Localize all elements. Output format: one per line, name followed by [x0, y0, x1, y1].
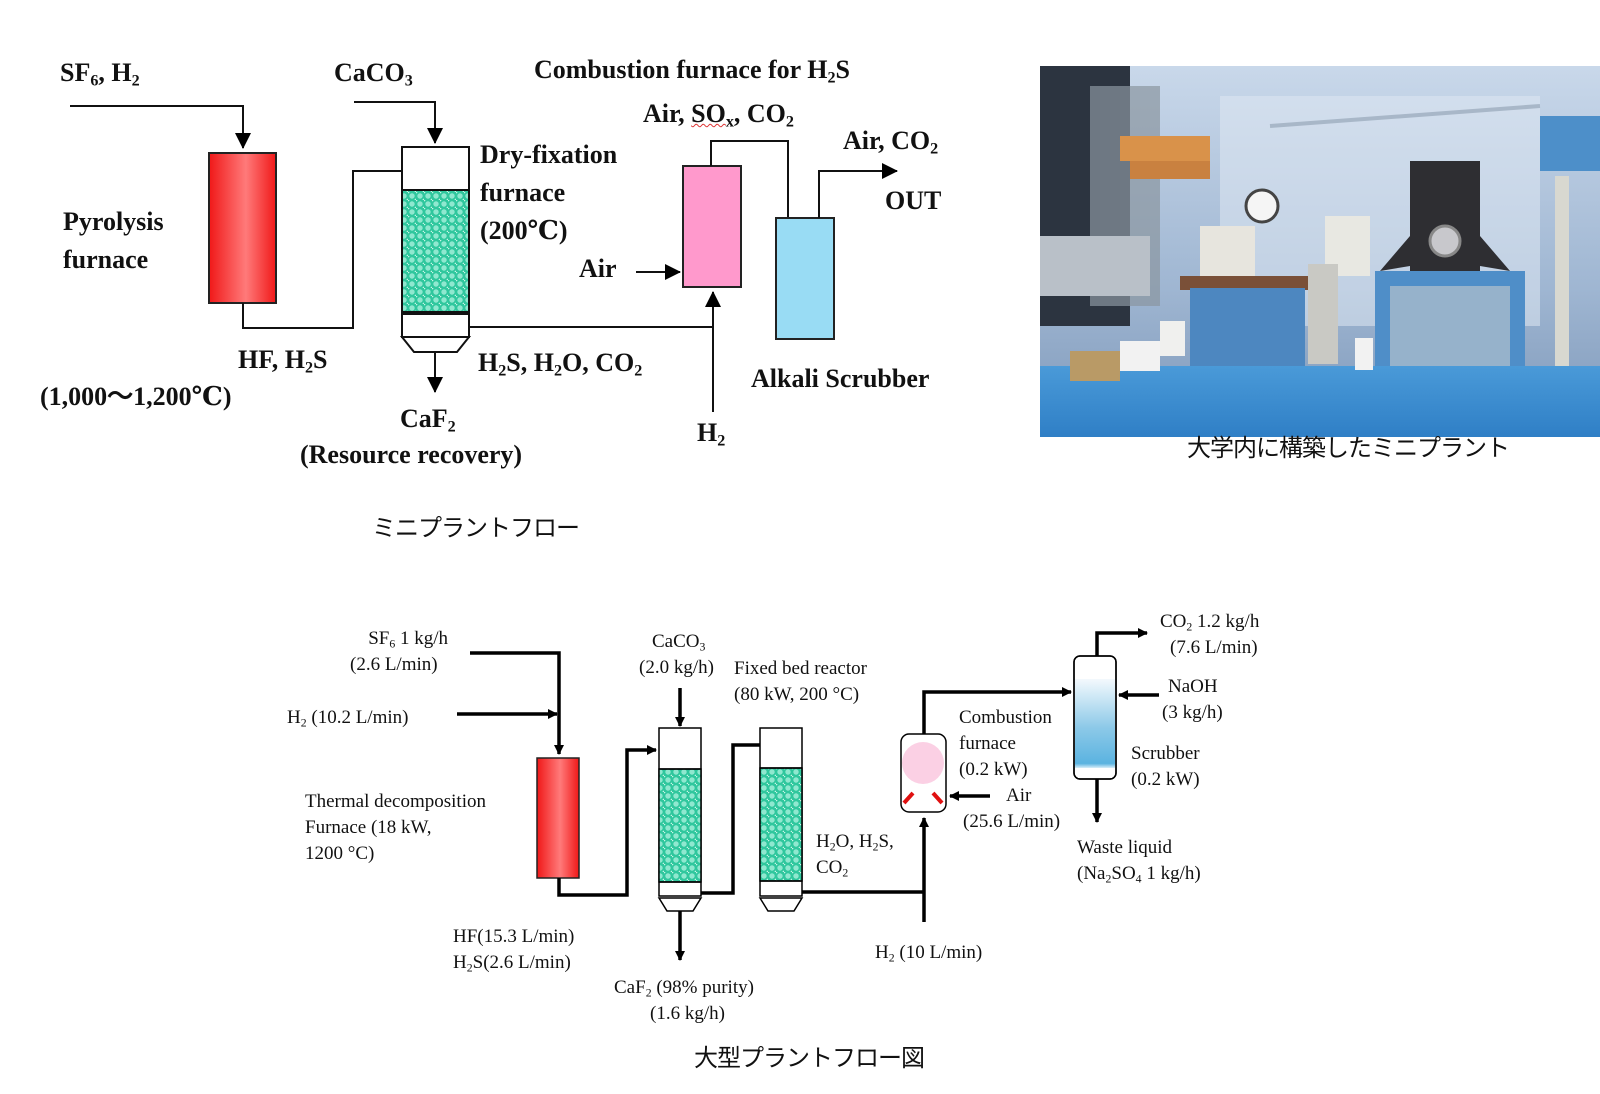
feed-line-caco3: [354, 101, 443, 144]
out-label: OUT: [885, 186, 942, 215]
large-plant-flow-caption: 大型プラントフロー図: [694, 1044, 925, 1072]
reactor-outlet-gas-label: H2O, H2S,CO2: [816, 831, 894, 880]
fixed-bed-reactor-2: [758, 727, 804, 912]
mini-feed-label: SF6, H2: [60, 58, 140, 90]
pipe-pyrolysis-to-dryfix: [242, 170, 402, 329]
waste-liquid-label: Waste liquid: [1077, 837, 1173, 858]
pipe-combustion-to-scrubber: [710, 140, 789, 218]
alkali-scrubber-label: Alkali Scrubber: [751, 364, 930, 393]
caf2-label: CaF2: [400, 404, 456, 436]
pipe-furnace-to-reactor1: [557, 745, 657, 897]
combustion-furnace-vessel: [682, 165, 742, 288]
combustion-furnace-title: Combustion furnace for H2S: [534, 55, 850, 87]
thermal-decomposition-furnace-vessel: [536, 757, 580, 879]
h2s-flow-label: H2S(2.6 L/min): [453, 952, 571, 975]
fixed-bed-reactor-1: [657, 727, 703, 912]
fixed-bed-reactor-label: Fixed bed reactor(80 kW, 200 °C): [734, 658, 867, 705]
scrubber-power-label: (0.2 kW): [1131, 769, 1200, 790]
air-inlet-label-large: Air: [1006, 785, 1032, 806]
scrubber-outlet-line: [818, 163, 898, 218]
h2-inlet-label: H2: [697, 418, 726, 450]
co2-outlet-line: [1095, 628, 1148, 656]
dry-fixation-furnace-vessel: [399, 146, 472, 353]
air-sox-co2-label: Air, SOx, CO2: [643, 99, 794, 131]
alkali-scrubber-vessel: [775, 217, 835, 340]
dryfix-outlet-gas-label: H2S, H2O, CO2: [478, 348, 643, 380]
mini-plant-photo-illustration: [1040, 66, 1600, 437]
air-flow-label: (25.6 L/min): [963, 811, 1061, 832]
combustion-furnace-large: [900, 733, 947, 813]
waste-liquid-composition-label: (Na2SO4 1 kg/h): [1077, 863, 1201, 886]
scrubber-large: [1073, 655, 1117, 780]
caf2-flow-label: (1.6 kg/h): [650, 1003, 725, 1024]
mini-plant-photo: [1040, 66, 1600, 437]
feed-line-sf6: [470, 651, 564, 755]
caco3-flow-label: (2.0 kg/h): [639, 657, 714, 678]
caf2-product-label: CaF2 (98% purity): [614, 977, 754, 1000]
feed-line-sf6-h2: [70, 105, 251, 149]
mini-plant-flow-caption: ミニプラントフロー: [372, 514, 580, 542]
pyrolysis-furnace-vessel: [208, 152, 277, 304]
h2-feed-label: H2 (10.2 L/min): [287, 707, 409, 730]
sf6-flow-label: (2.6 L/min): [350, 654, 438, 675]
air-inlet-label: Air: [579, 254, 617, 283]
hf-flow-label: HF(15.3 L/min): [453, 926, 575, 947]
pipe-reactor1-to-reactor2: [701, 743, 760, 895]
sf6-feed-label: SF6 1 kg/h: [368, 628, 448, 651]
scrubber-outlet-gas-label: Air, CO2: [843, 126, 939, 158]
pyrolysis-temperature-label: (1,000～1,200℃): [40, 382, 232, 411]
pipe-combustion-to-scrubber-large: [922, 687, 1072, 734]
mini-plant-flow: [70, 101, 898, 412]
naoh-flow-label: (3 kg/h): [1162, 702, 1223, 723]
co2-outlet-label: CO2 1.2 kg/h: [1160, 611, 1260, 634]
resource-recovery-label: (Resource recovery): [300, 440, 523, 469]
caco3-feed-label: CaCO3: [652, 631, 706, 654]
scrubber-label: Scrubber: [1131, 743, 1200, 764]
large-plant-flow: [457, 628, 1159, 961]
hf-h2s-label: HF, H2S: [238, 345, 328, 377]
mini-caco3-label: CaCO3: [334, 58, 413, 90]
mini-plant-photo-caption: 大学内に構築したミニプラント: [1187, 434, 1510, 462]
naoh-feed-label: NaOH: [1168, 676, 1218, 697]
co2-flow-label: (7.6 L/min): [1170, 637, 1258, 658]
h2-combustion-feed-label: H2 (10 L/min): [875, 942, 983, 965]
